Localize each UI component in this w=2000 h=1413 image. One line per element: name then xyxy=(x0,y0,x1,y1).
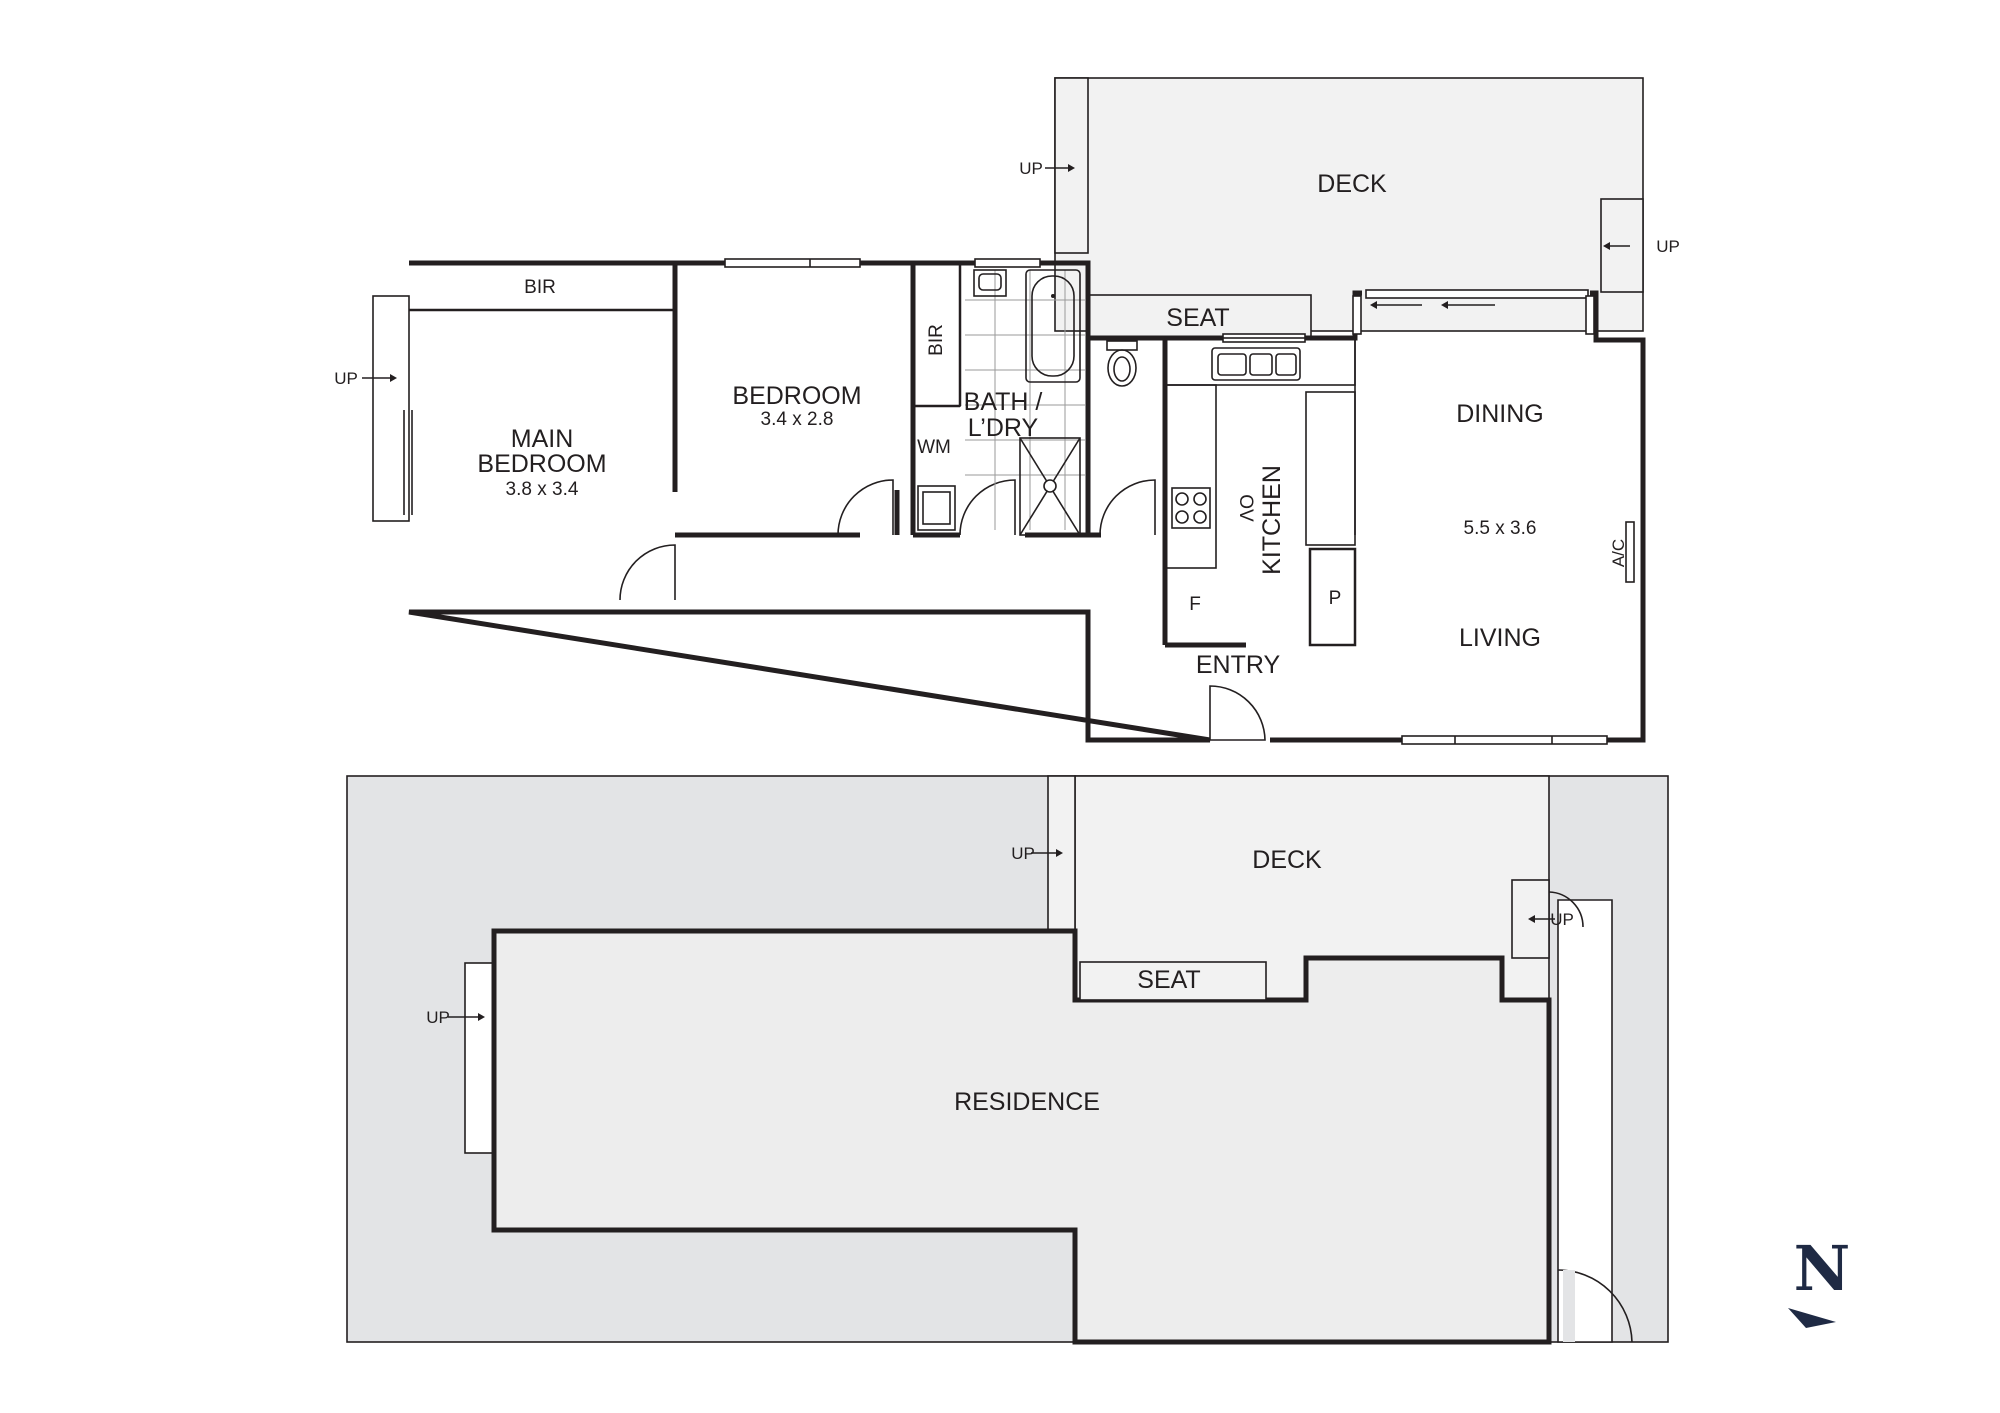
north-indicator: N xyxy=(1788,1232,1850,1328)
fridge-label: F xyxy=(1189,594,1201,615)
seat-lower xyxy=(1079,961,1267,1001)
living-label: LIVING xyxy=(1459,624,1541,652)
left-stair xyxy=(464,962,495,1154)
seat-upper-label: SEAT xyxy=(1166,304,1229,332)
kitchen-counter xyxy=(1164,337,1356,386)
kitchen-sink xyxy=(1211,347,1301,381)
shower xyxy=(1019,437,1081,536)
residence-footprint xyxy=(491,928,1552,1345)
toilet-cistern xyxy=(1106,340,1138,351)
upper-plan: DECK SEAT BIR BIR MAIN BEDROOM 3.8 x 3.4… xyxy=(334,77,1680,745)
oven-label: OV xyxy=(1235,494,1256,522)
up-label-deck-right: UP xyxy=(1656,237,1680,256)
toilet xyxy=(1107,349,1137,387)
up-label-deck-lower: UP xyxy=(1011,844,1035,863)
bath-label-1: BATH / xyxy=(964,388,1043,416)
doors xyxy=(619,479,1266,741)
up-arrows-upper xyxy=(362,164,1630,382)
kitchen-label: KITCHEN xyxy=(1258,465,1286,575)
bedroom-dim: 3.4 x 2.8 xyxy=(761,409,834,430)
pantry xyxy=(1308,547,1357,647)
window-box-main-bedroom xyxy=(372,295,410,522)
deck-stair-left xyxy=(1054,77,1089,254)
deck-upper xyxy=(1054,77,1644,332)
bir-small xyxy=(912,262,961,407)
site-plan: DECK SEAT RESIDENCE UP UP UP xyxy=(346,775,1669,1345)
bir-side-label: BIR xyxy=(926,324,947,356)
up-label-deck-left: UP xyxy=(1019,159,1043,178)
north-letter: N xyxy=(1794,1232,1851,1305)
bath-label-2: L’DRY xyxy=(968,414,1039,442)
north-arrow-icon xyxy=(1788,1308,1836,1328)
living-dim: 5.5 x 3.6 xyxy=(1464,518,1537,539)
main-bedroom-label-1: MAIN xyxy=(511,425,574,453)
residence-label: RESIDENCE xyxy=(954,1088,1100,1116)
deck-upper-label: DECK xyxy=(1317,170,1387,198)
bir-main-label: BIR xyxy=(524,277,556,298)
up-label-left: UP xyxy=(426,1008,450,1027)
cooktop xyxy=(1171,487,1211,529)
seat-lower-label: SEAT xyxy=(1137,966,1200,994)
main-bedroom-label-2: BEDROOM xyxy=(477,450,606,478)
washing-machine xyxy=(917,485,956,531)
kitchen-island xyxy=(1305,391,1356,546)
up-label-side: UP xyxy=(1550,910,1574,929)
ac-label: A/C xyxy=(1609,539,1628,567)
up-label-main-bedroom: UP xyxy=(334,369,358,388)
side-path xyxy=(1557,899,1613,1343)
bath-tile-grid xyxy=(965,270,1085,530)
deck-lower-label: DECK xyxy=(1252,846,1322,874)
bedroom-label: BEDROOM xyxy=(732,382,861,410)
bathtub xyxy=(1025,269,1081,383)
dining-label: DINING xyxy=(1456,400,1544,428)
pantry-label: P xyxy=(1329,588,1342,609)
up-arrows-lower xyxy=(448,849,1555,1021)
main-bedroom-dim: 3.8 x 3.4 xyxy=(506,479,579,500)
kitchen-bench-left xyxy=(1164,384,1217,569)
entry-label: ENTRY xyxy=(1196,651,1281,679)
basin xyxy=(973,269,1007,297)
wm-label: WM xyxy=(917,437,951,458)
